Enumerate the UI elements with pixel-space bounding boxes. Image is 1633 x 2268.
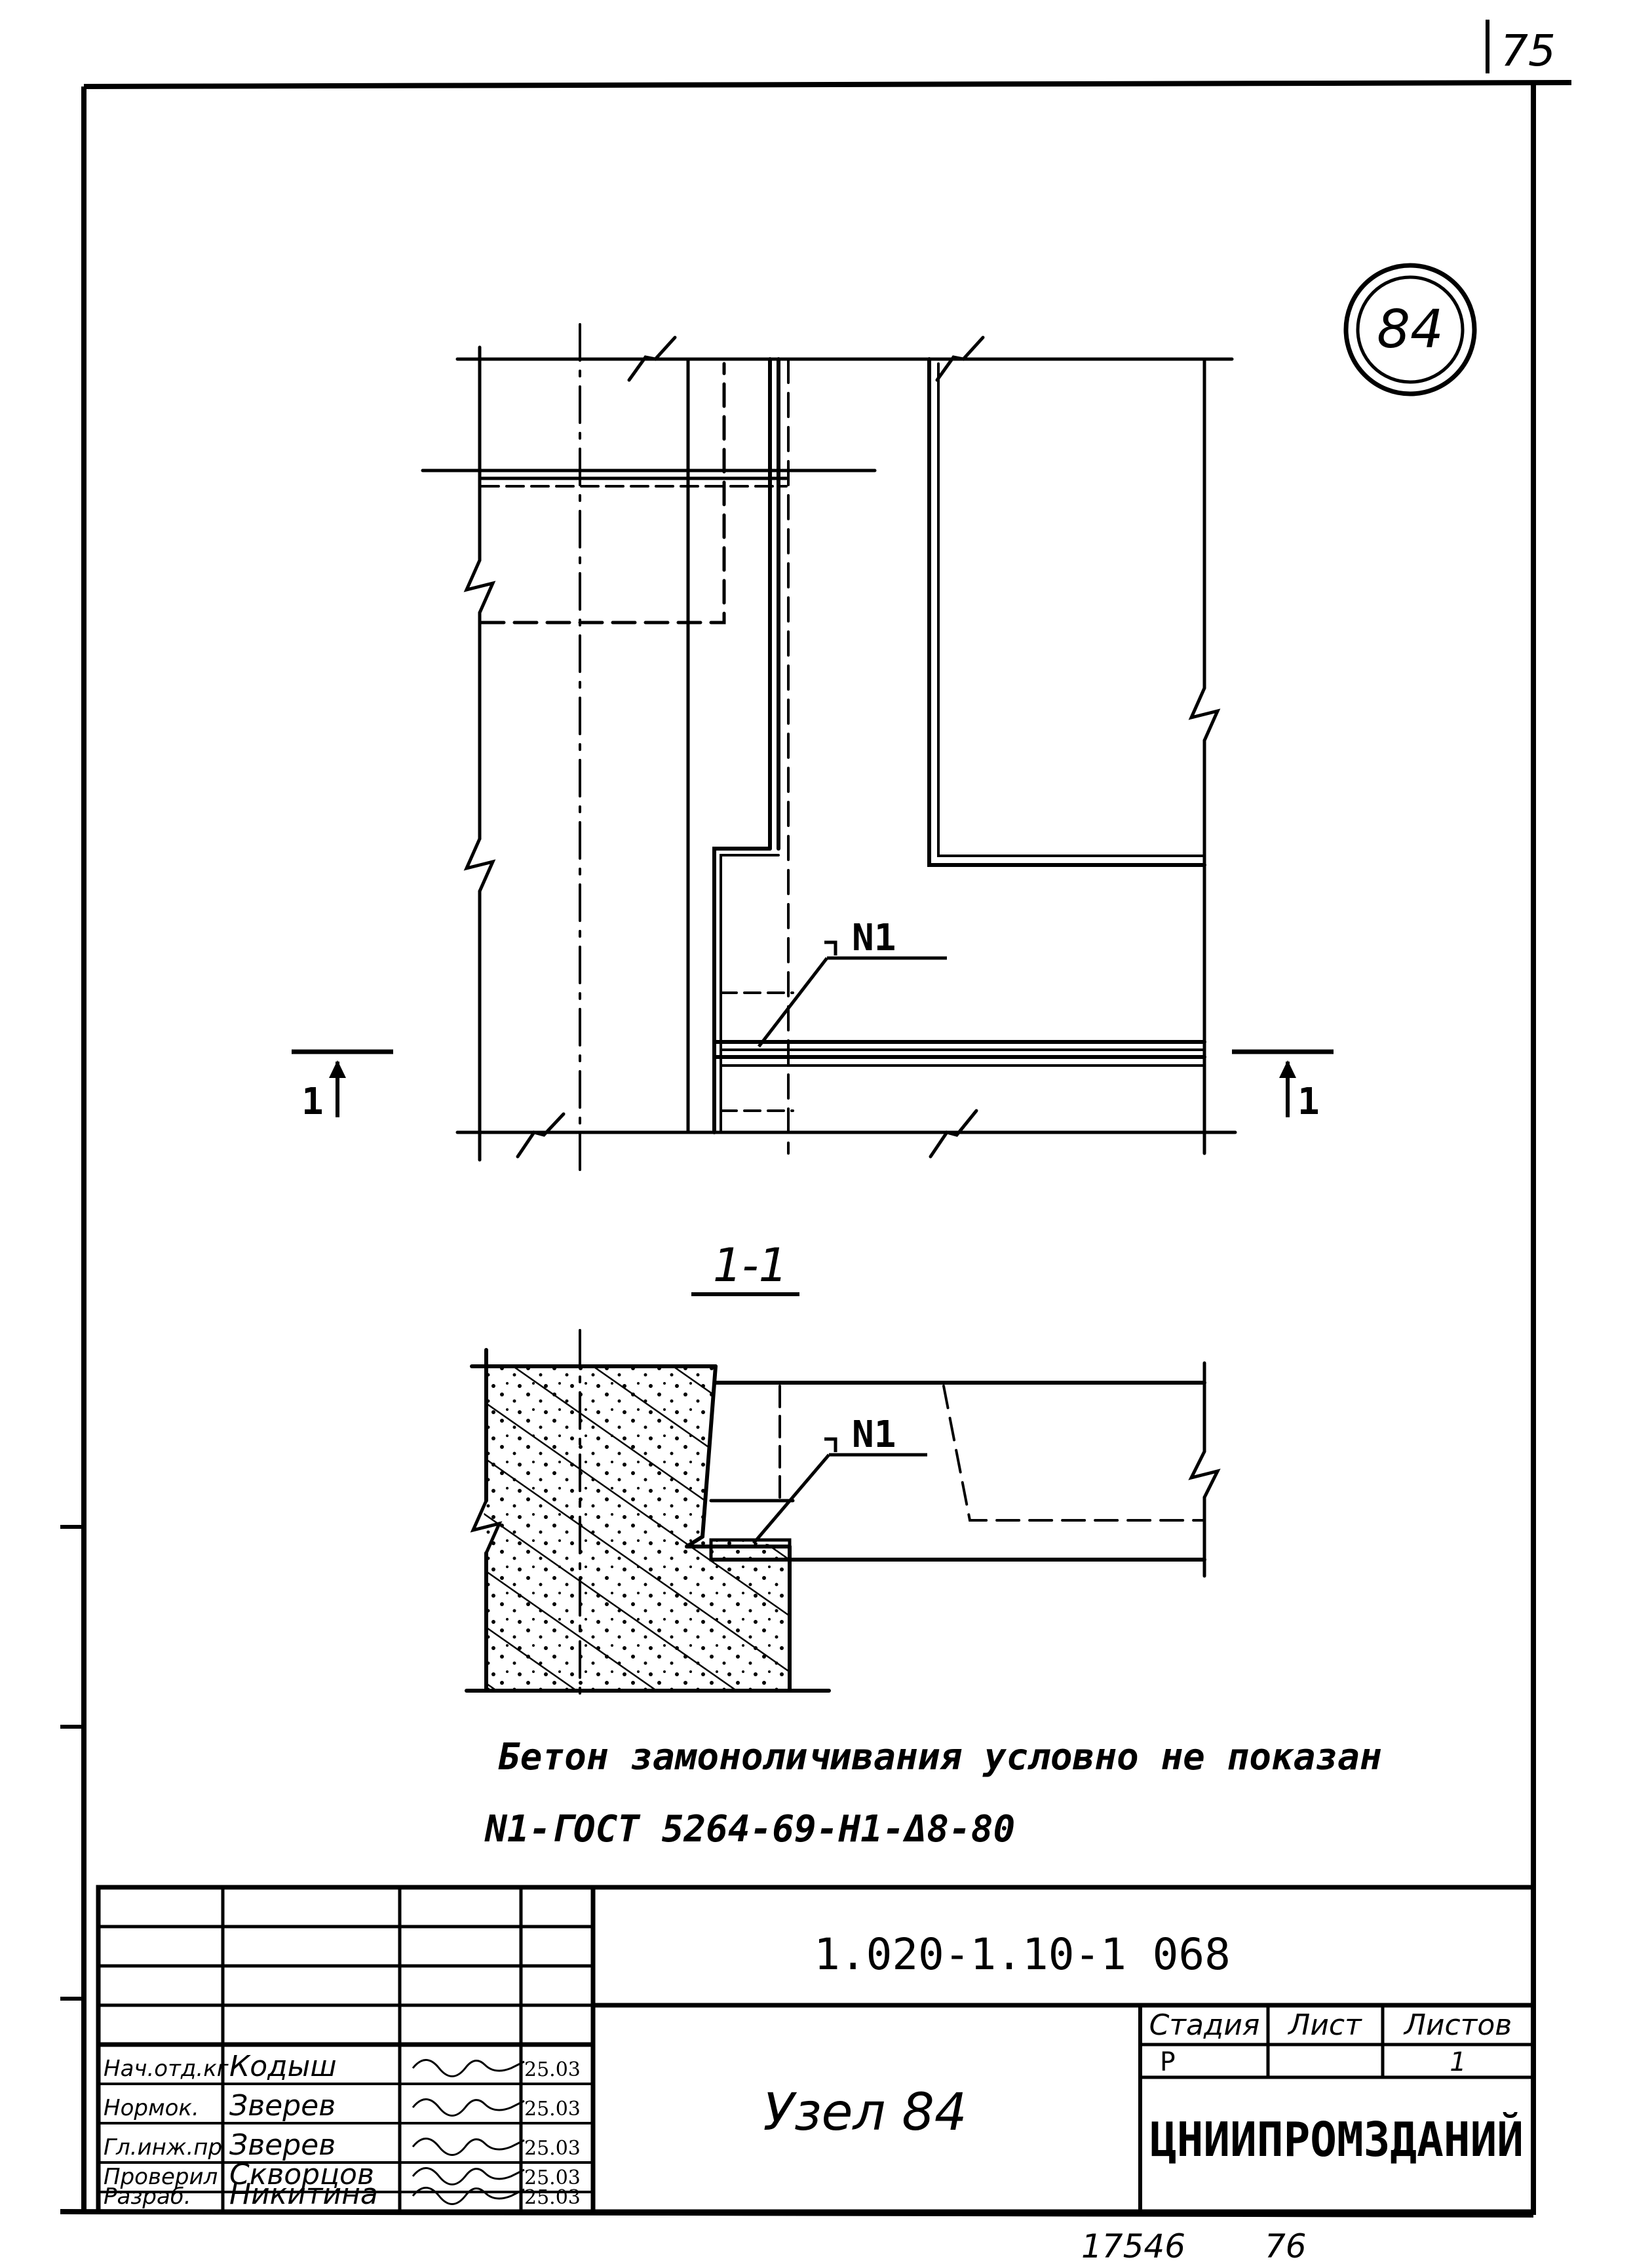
section-callout: N1 (752, 1413, 927, 1545)
handwritten-signature (412, 2059, 525, 2077)
svg-text:N1: N1 (852, 917, 896, 959)
signature-date: 25.03 (524, 2098, 581, 2121)
section-view (465, 1329, 1221, 1705)
signature-role: Нач.отд.кг (104, 2056, 229, 2082)
section-title: 1-1 (691, 1239, 799, 1296)
svg-text:Стадия: Стадия (1149, 2009, 1260, 2042)
handwritten-signature (412, 2098, 525, 2117)
drawing-frame (60, 80, 1572, 2218)
section-mark-left: 1 (292, 1049, 393, 1123)
signature-role: Нормок. (104, 2095, 199, 2121)
signature-role: Разраб. (104, 2183, 191, 2210)
signature-name: Зверев (229, 2128, 336, 2162)
signature-name: Никитина (229, 2178, 378, 2211)
svg-text:Узел 84: Узел 84 (763, 2083, 967, 2142)
svg-text:76: 76 (1265, 2227, 1307, 2265)
sheet-number: 75 (1486, 20, 1556, 76)
signature-name: Кодыш (229, 2050, 337, 2083)
signature-date: 25.03 (524, 2186, 581, 2209)
signature-date: 25.03 (524, 2166, 581, 2189)
binding-marks (60, 1525, 84, 2001)
stage-table: Стадия Лист Листов Р 1 (1149, 2009, 1512, 2077)
drawing-name: Узел 84 (763, 2083, 967, 2142)
document-code: 1.020-1.10-1 068 (814, 1929, 1231, 1980)
bottom-numbers: 17546 76 (1081, 2227, 1307, 2265)
svg-text:84: 84 (1377, 299, 1444, 360)
signature-date: 25.03 (524, 2058, 581, 2081)
signature-date: 25.03 (524, 2137, 581, 2160)
svg-text:1: 1 (1450, 2047, 1466, 2077)
svg-text:1: 1 (1297, 1081, 1320, 1123)
organization-name: ЦНИИПРОМЗДАНИЙ (1150, 2112, 1524, 2167)
handwritten-signature (412, 2167, 525, 2185)
handwritten-signature (412, 2187, 525, 2205)
plan-view (421, 323, 1237, 1181)
svg-text:Листов: Листов (1403, 2009, 1512, 2042)
svg-text:17546: 17546 (1081, 2227, 1185, 2265)
svg-text:Бетон замоноличивания условно: Бетон замоноличивания условно не показан (498, 1736, 1382, 1778)
section-mark-right: 1 (1232, 1049, 1334, 1123)
svg-text:ЦНИИПРОМЗДАНИЙ: ЦНИИПРОМЗДАНИЙ (1150, 2112, 1524, 2167)
svg-text:Лист: Лист (1287, 2009, 1362, 2042)
signature-name: Скворцов (229, 2158, 374, 2191)
svg-text:1.020-1.10-1 068: 1.020-1.10-1 068 (814, 1929, 1231, 1980)
title-block (96, 1885, 1536, 2214)
signature-role: Проверил (104, 2164, 218, 2190)
signature-name: Зверев (229, 2089, 336, 2123)
svg-text:1: 1 (301, 1081, 324, 1123)
svg-text:75: 75 (1501, 26, 1556, 76)
svg-text:1-1: 1-1 (713, 1239, 788, 1292)
svg-text:N1-ГОСТ 5264-69-Н1-Δ8-80: N1-ГОСТ 5264-69-Н1-Δ8-80 (484, 1808, 1015, 1851)
svg-text:Р: Р (1160, 2047, 1176, 2077)
node-badge: 84 (1343, 263, 1477, 396)
plan-callout: N1 (758, 917, 947, 1048)
handwritten-signature (412, 2138, 525, 2156)
svg-text:N1: N1 (852, 1413, 896, 1456)
signature-role: Гл.инж.пр (104, 2134, 222, 2161)
drawing-notes: Бетон замоноличивания условно не показан… (484, 1736, 1382, 1851)
